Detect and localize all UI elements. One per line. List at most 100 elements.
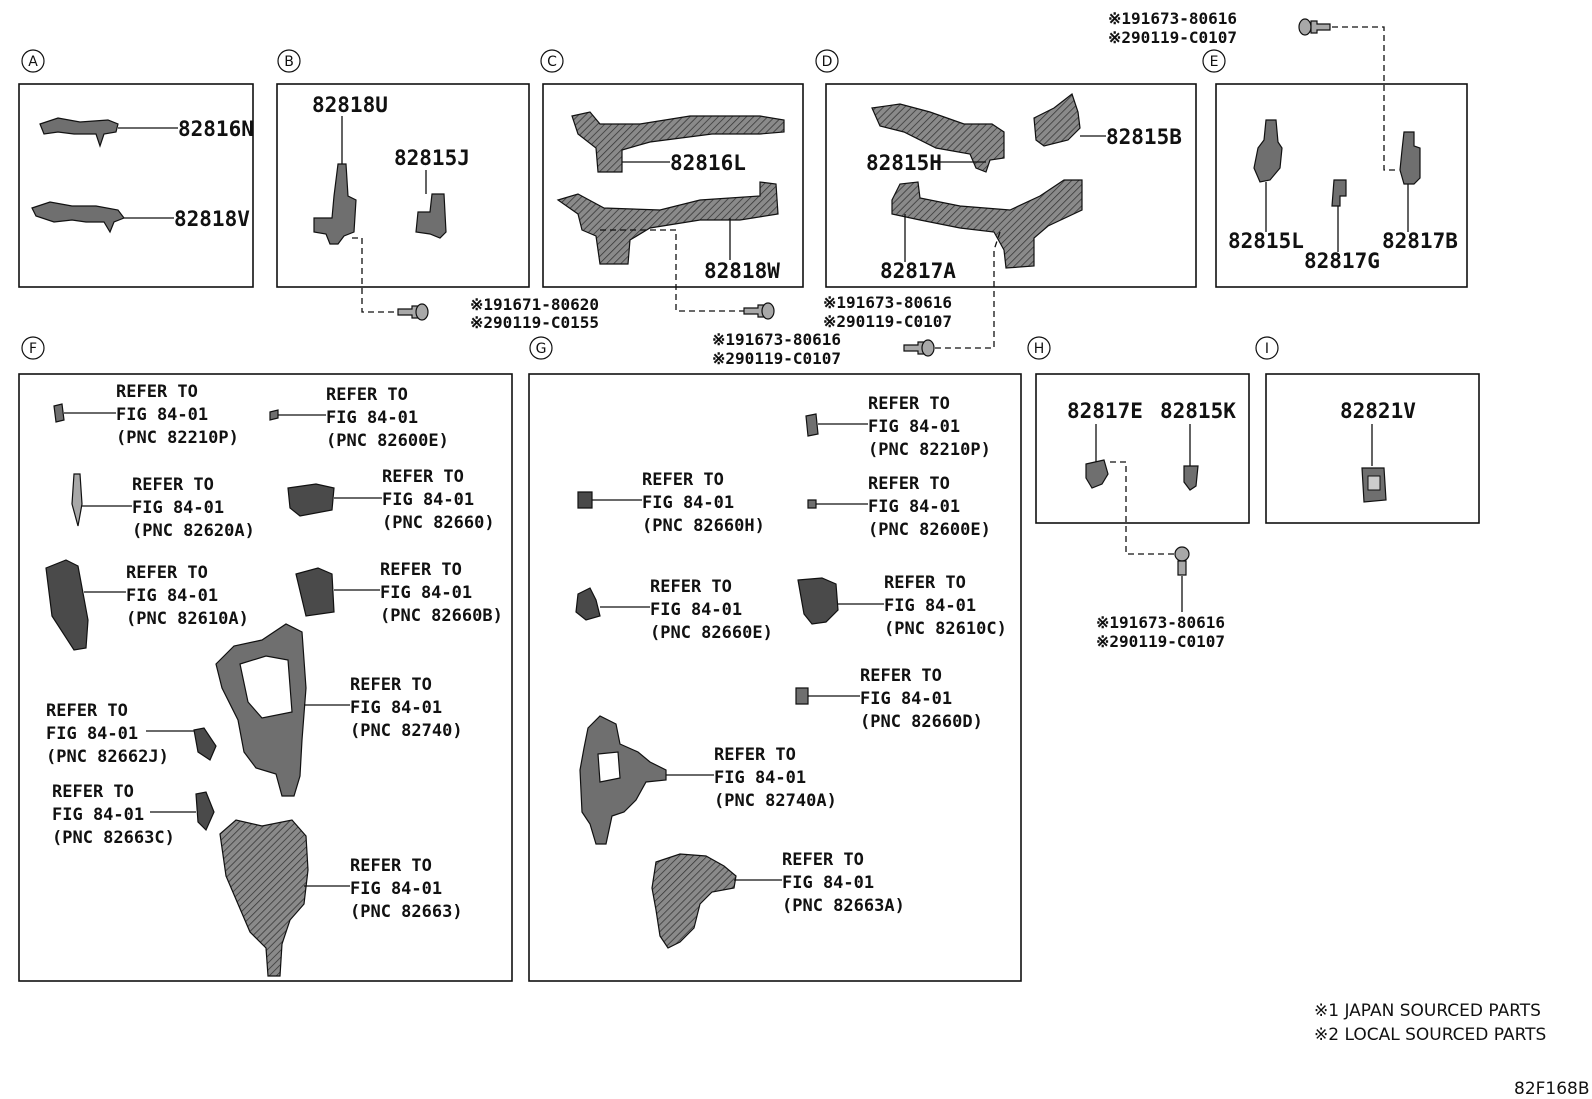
bracket-82815b xyxy=(1033,93,1081,147)
ref-g0-l1: REFER TO xyxy=(868,394,950,414)
ref-f4-pnc: (PNC 82610A) xyxy=(126,609,249,629)
svg-text:D: D xyxy=(822,54,833,70)
member-82817a xyxy=(891,179,1083,269)
section-box-d xyxy=(825,83,1197,288)
note-japan-sourced: ※1 JAPAN SOURCED PARTS xyxy=(1314,1001,1541,1021)
ref-g6-l1: REFER TO xyxy=(714,745,796,765)
bracket-82818u xyxy=(313,163,357,245)
bolt-h-line1: ※191673-80616 xyxy=(1096,613,1225,632)
ref-g1-l1: REFER TO xyxy=(642,470,724,490)
part-number-82816l: 82816L xyxy=(670,151,746,175)
ref-g6-l2: FIG 84-01 xyxy=(714,768,806,788)
dash-82818u-bolt xyxy=(352,237,398,313)
ref-f0-pnc: (PNC 82210P) xyxy=(116,428,239,448)
part-number-82817g: 82817G xyxy=(1304,249,1380,273)
ref-g0-pnc: (PNC 82210P) xyxy=(868,440,991,460)
ref-f6-l2: FIG 84-01 xyxy=(350,698,442,718)
ref-g3-l1: REFER TO xyxy=(650,577,732,597)
member-82815h xyxy=(871,103,1005,173)
ref-f9-pnc: (PNC 82663) xyxy=(350,902,463,922)
member-82816l xyxy=(571,111,785,173)
note-local-sourced: ※2 LOCAL SOURCED PARTS xyxy=(1314,1025,1546,1045)
part-number-82818w: 82818W xyxy=(704,259,780,283)
section-box-c xyxy=(542,83,804,288)
bolt-d xyxy=(903,339,935,357)
section-label-d: D xyxy=(815,49,839,73)
part-number-82818u: 82818U xyxy=(312,93,388,117)
ref-f9-l2: FIG 84-01 xyxy=(350,879,442,899)
svg-text:G: G xyxy=(536,341,547,357)
bracket-82818v xyxy=(31,201,125,234)
clip-82815k xyxy=(1183,465,1199,491)
ref-f1-l1: REFER TO xyxy=(326,385,408,405)
bolt-top-line1: ※191673-80616 xyxy=(1108,9,1237,28)
clip-82817g xyxy=(1331,179,1347,207)
ref-f8-l1: REFER TO xyxy=(52,782,134,802)
ref-f2-l1: REFER TO xyxy=(132,475,214,495)
ref-f6-l1: REFER TO xyxy=(350,675,432,695)
section-box-e xyxy=(1215,83,1468,288)
ref-f1-l2: FIG 84-01 xyxy=(326,408,418,428)
ref-f2-pnc: (PNC 82620A) xyxy=(132,521,255,541)
ref-g5-pnc: (PNC 82660D) xyxy=(860,712,983,732)
part-icon-82610c xyxy=(797,577,839,625)
ref-f2-l2: FIG 84-01 xyxy=(132,498,224,518)
section-label-g: G xyxy=(529,336,553,360)
bolt-d-line1: ※191673-80616 xyxy=(712,330,841,349)
bolt-c xyxy=(743,302,775,320)
section-label-e: E xyxy=(1202,49,1226,73)
ref-f0-l2: FIG 84-01 xyxy=(116,405,208,425)
part-number-82818v: 82818V xyxy=(174,207,250,231)
part-icon-82660 xyxy=(287,483,335,517)
section-i-parts: 82821V xyxy=(1340,399,1416,503)
ref-g4-pnc: (PNC 82610C) xyxy=(884,619,1007,639)
section-c-parts: 82816L 82818W ※191673-80616 ※290119-C010… xyxy=(556,111,952,331)
bolt-b-line2: ※290119-C0155 xyxy=(470,313,599,332)
part-icon-82600e-g xyxy=(807,499,817,509)
ref-g1-l2: FIG 84-01 xyxy=(642,493,734,513)
part-number-82817a: 82817A xyxy=(880,259,956,283)
part-icon-82600e-f xyxy=(269,409,279,421)
bracket-82815l xyxy=(1253,119,1283,183)
part-number-82815k: 82815K xyxy=(1160,399,1236,423)
clip-82815j xyxy=(415,193,447,239)
svg-text:I: I xyxy=(1265,341,1269,357)
part-number-82821v: 82821V xyxy=(1340,399,1416,423)
bolt-c-line2: ※290119-C0107 xyxy=(823,312,952,331)
ref-f4-l2: FIG 84-01 xyxy=(126,586,218,606)
ref-f6-pnc: (PNC 82740) xyxy=(350,721,463,741)
ref-f4-l1: REFER TO xyxy=(126,563,208,583)
section-box-i xyxy=(1265,373,1480,524)
part-icon-82663c xyxy=(195,791,215,832)
ref-f3-l1: REFER TO xyxy=(382,467,464,487)
ref-f5-pnc: (PNC 82660B) xyxy=(380,606,503,626)
bolt-d-line2: ※290119-C0107 xyxy=(712,349,841,368)
section-label-a: A xyxy=(21,49,45,73)
ref-g2-l2: FIG 84-01 xyxy=(868,497,960,517)
bolt-top xyxy=(1298,18,1331,36)
bolt-c-line1: ※191673-80616 xyxy=(823,293,952,312)
section-box-b xyxy=(276,83,530,288)
ref-g7-l1: REFER TO xyxy=(782,850,864,870)
ref-g3-l2: FIG 84-01 xyxy=(650,600,742,620)
ref-g2-l1: REFER TO xyxy=(868,474,950,494)
part-number-82815j: 82815J xyxy=(394,146,470,170)
ref-g0-l2: FIG 84-01 xyxy=(868,417,960,437)
section-box-g xyxy=(528,373,1022,982)
ref-f1-pnc: (PNC 82600E) xyxy=(326,431,449,451)
svg-text:A: A xyxy=(28,54,38,70)
section-b-parts: 82818U 82815J ※191671-80620 ※290119-C015… xyxy=(312,93,599,332)
bracket-82816n xyxy=(39,117,119,148)
section-e-parts: ※191673-80616 ※290119-C0107 82815L 82817… xyxy=(1108,9,1458,273)
part-icon-82210p-g xyxy=(805,413,819,437)
part-icon-82740a xyxy=(579,715,667,845)
ref-f7-pnc: (PNC 82662J) xyxy=(46,747,169,767)
part-icon-82660b xyxy=(295,567,335,617)
part-icon-82610a xyxy=(45,559,89,651)
figure-code: 82F168B xyxy=(1514,1079,1590,1099)
bracket-82817b xyxy=(1399,131,1421,185)
bolt-b-line1: ※191671-80620 xyxy=(470,295,599,314)
ref-f7-l2: FIG 84-01 xyxy=(46,724,138,744)
part-number-82817e: 82817E xyxy=(1067,399,1143,423)
